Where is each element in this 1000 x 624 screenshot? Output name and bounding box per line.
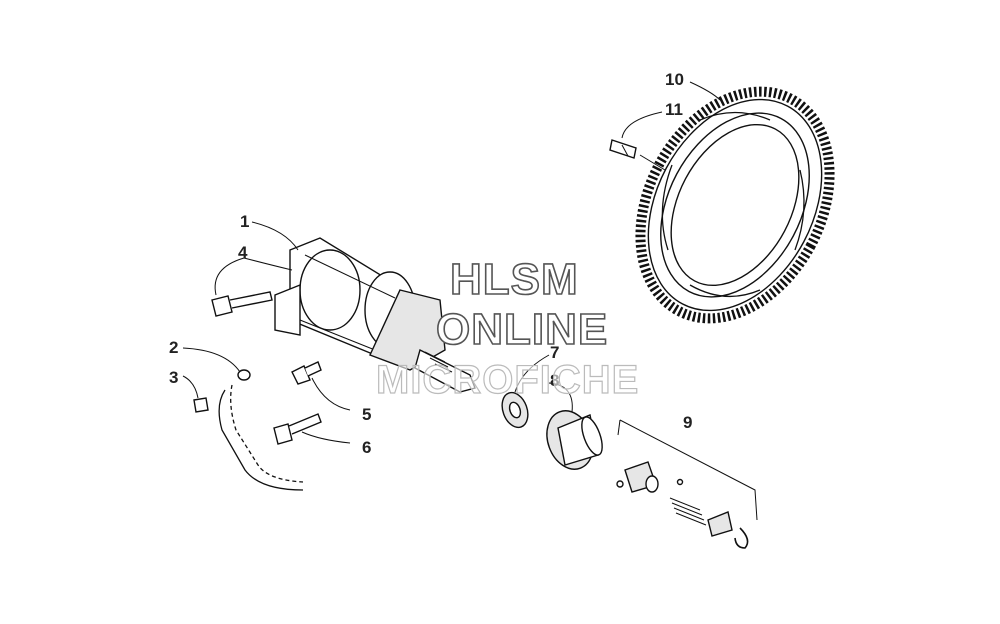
callout-2: 2 bbox=[169, 338, 178, 357]
callout-5: 5 bbox=[362, 405, 371, 424]
washer-7 bbox=[501, 391, 529, 429]
callout-6: 6 bbox=[362, 438, 371, 457]
drive-kit bbox=[616, 461, 749, 549]
callout-1: 1 bbox=[240, 212, 249, 231]
watermark-line-3: MICROFICHE bbox=[375, 357, 640, 402]
callout-4: 4 bbox=[238, 243, 248, 262]
ring-gear bbox=[635, 86, 835, 324]
nut-3 bbox=[193, 397, 209, 413]
starter-cable bbox=[218, 384, 304, 491]
callout-3: 3 bbox=[169, 368, 178, 387]
watermark-line-2: ONLINE bbox=[435, 304, 609, 355]
ring-gear-slots bbox=[661, 111, 805, 298]
screw-11 bbox=[609, 139, 637, 159]
callout-11: 11 bbox=[665, 100, 683, 119]
pinion-gear bbox=[546, 410, 603, 470]
bolt-4 bbox=[211, 291, 273, 317]
bolt-6 bbox=[273, 413, 322, 445]
leader-lines bbox=[182, 81, 758, 521]
watermark-line-1: HLSM bbox=[449, 254, 579, 305]
washer-2 bbox=[237, 369, 251, 381]
callout-10: 10 bbox=[665, 70, 684, 89]
callout-8: 8 bbox=[550, 371, 559, 390]
starter-motor bbox=[274, 237, 476, 393]
callout-9: 9 bbox=[683, 413, 692, 432]
callout-7: 7 bbox=[550, 343, 559, 362]
bolt-5 bbox=[291, 361, 322, 385]
